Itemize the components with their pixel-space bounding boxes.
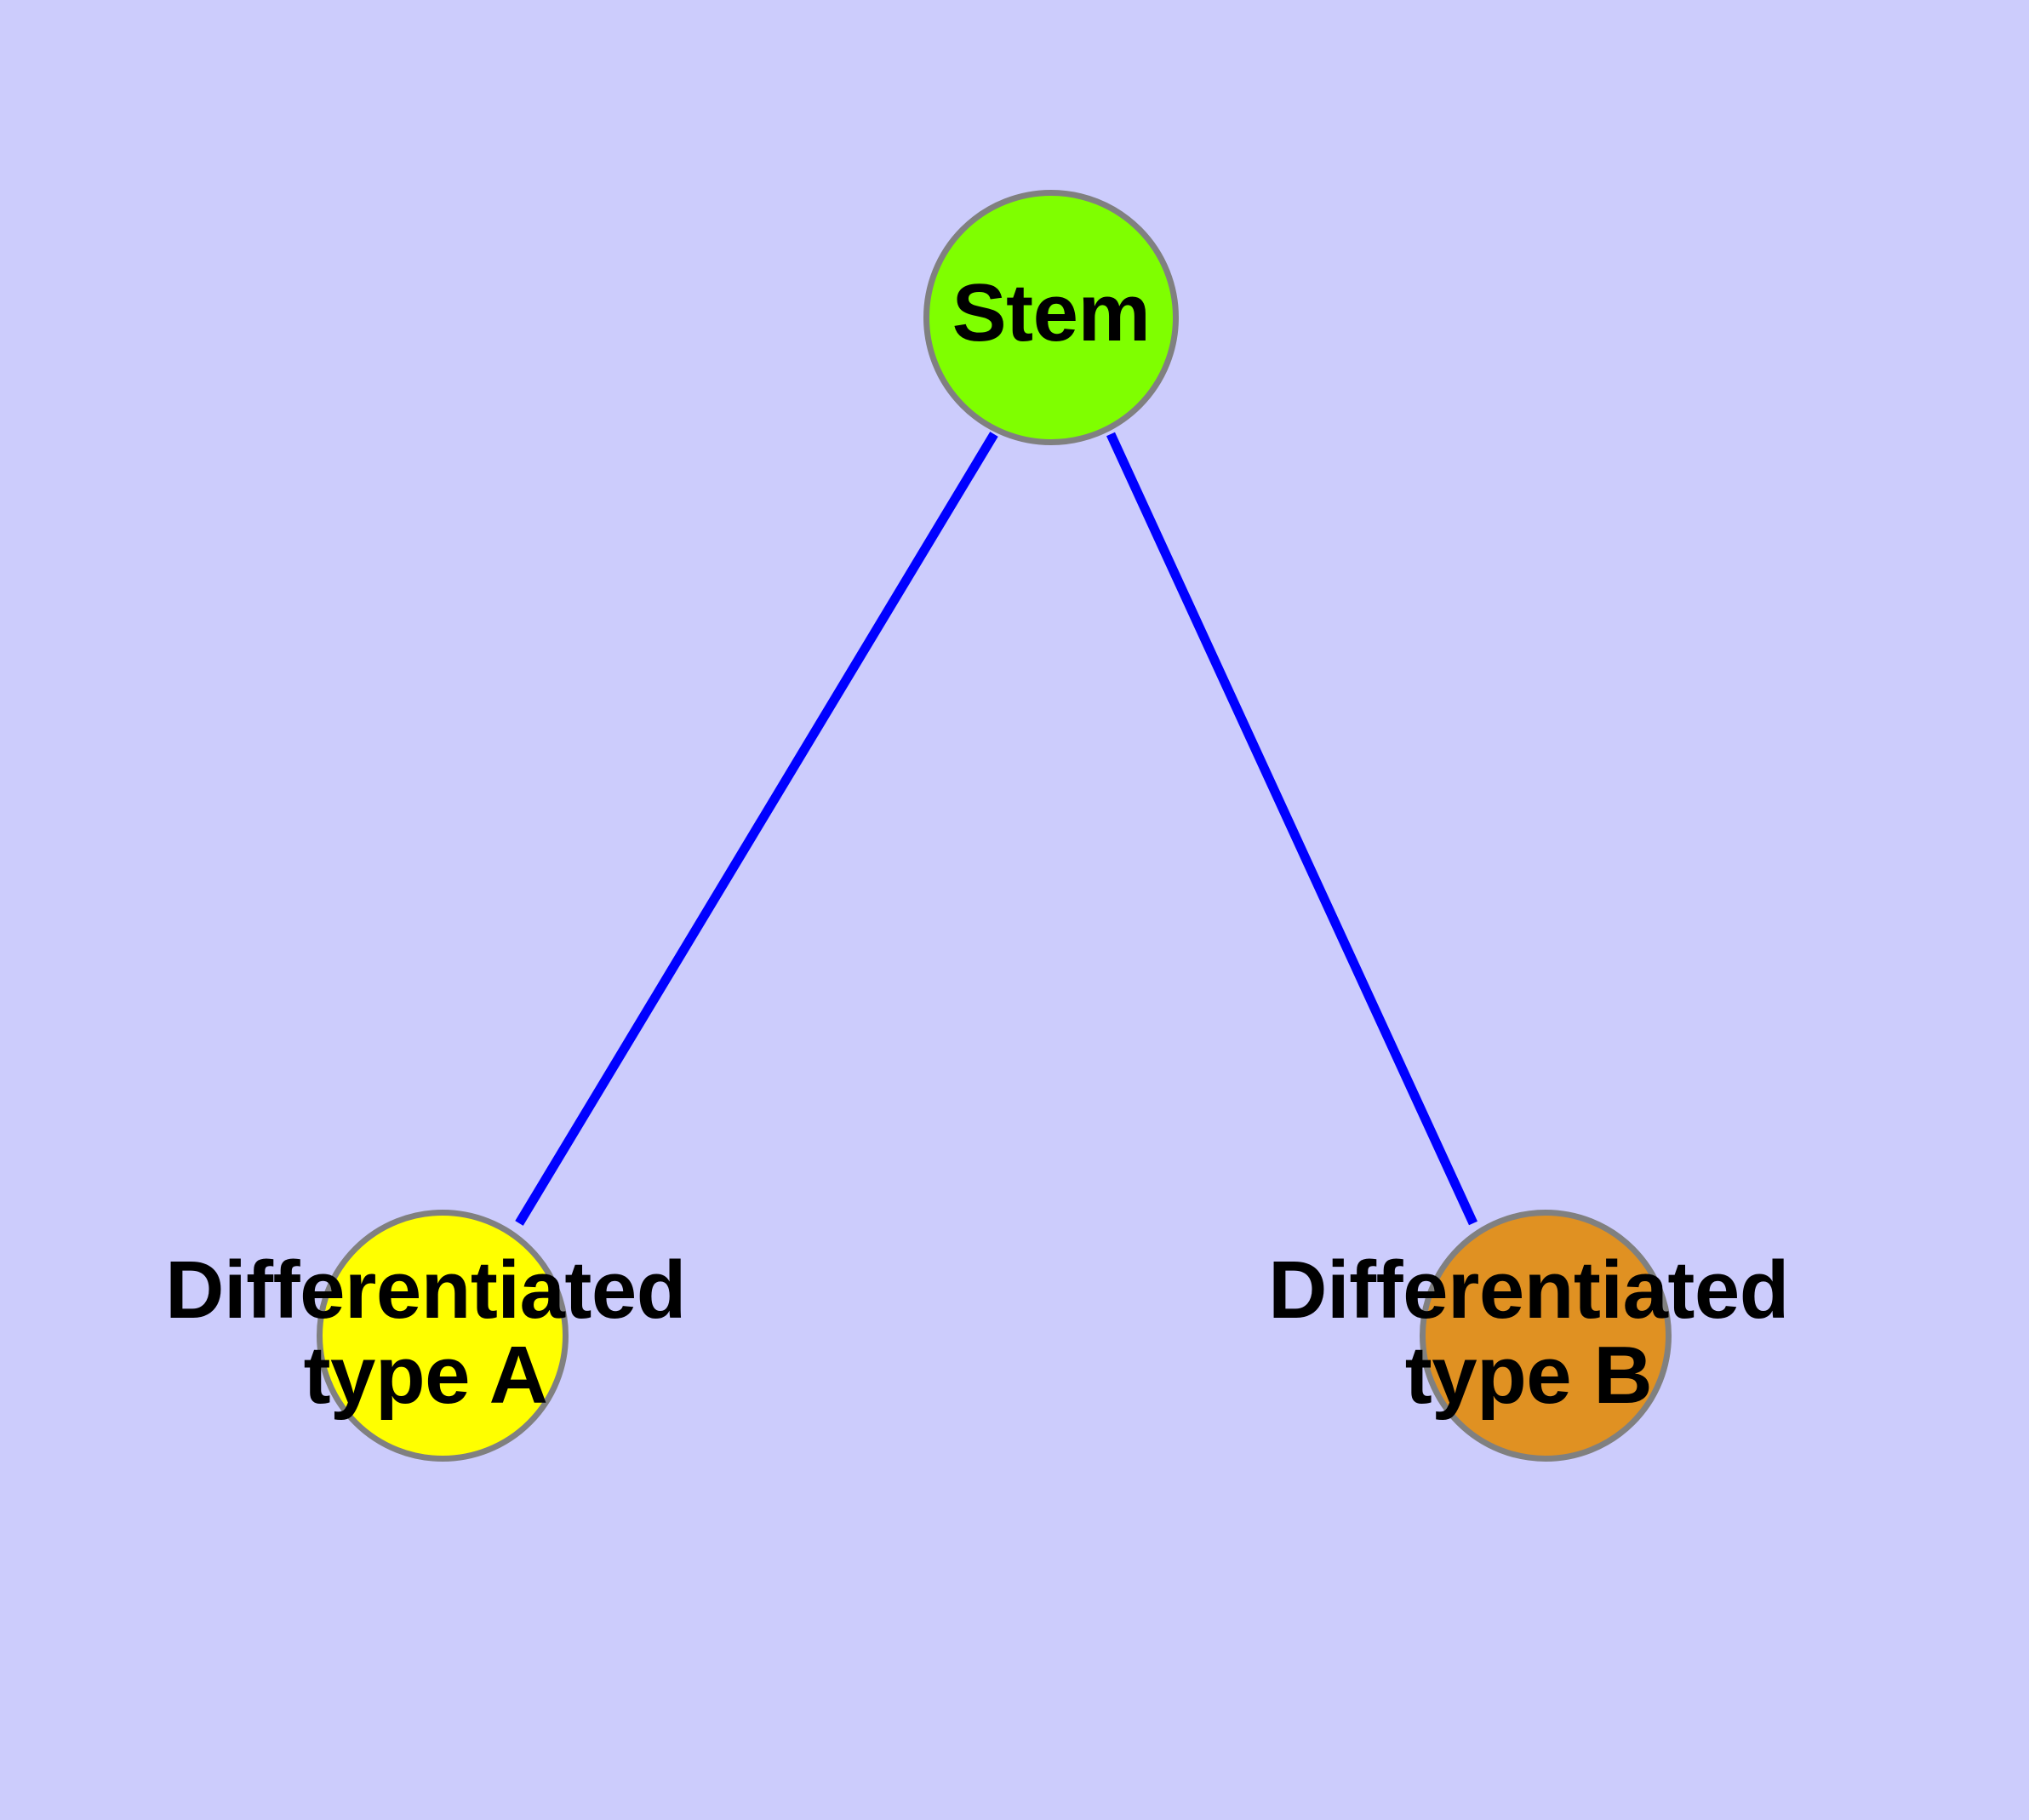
node-label-differentiated-type-a-line2: type A [303, 1329, 548, 1421]
node-circle-stem[interactable] [923, 190, 1179, 445]
node-label-stem: Stem [626, 271, 1477, 356]
edge-stem-to-differentiated-type-a [515, 432, 998, 1226]
node-label-differentiated-type-b-line1: Differentiated [1268, 1245, 1789, 1336]
edge-stem-to-differentiated-type-b [1106, 432, 1477, 1226]
node-circle-differentiated-type-b[interactable] [1420, 1210, 1672, 1462]
node-label-differentiated-type-a-line1: Differentiated [165, 1245, 686, 1336]
node-label-differentiated-type-b: Differentiated type B [1103, 1248, 1954, 1418]
node-label-differentiated-type-b-line2: type B [1404, 1329, 1653, 1421]
node-circle-differentiated-type-a[interactable] [317, 1210, 569, 1462]
node-label-differentiated-type-a: Differentiated type A [0, 1248, 851, 1418]
node-label-stem-line1: Stem [952, 267, 1151, 358]
